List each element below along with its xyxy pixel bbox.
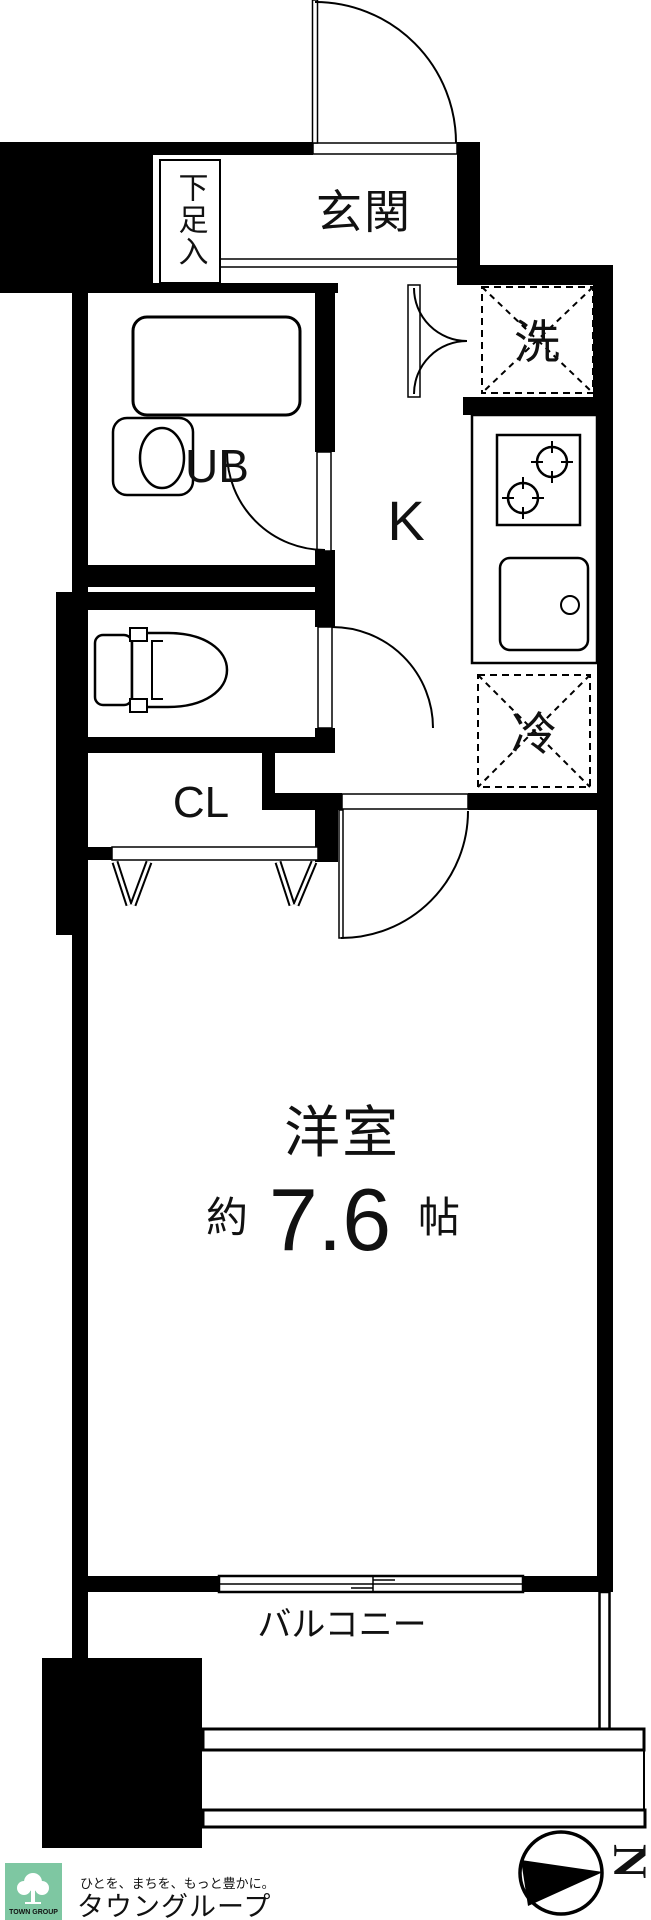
wall-cl-top <box>56 737 335 753</box>
wall-top <box>153 142 313 155</box>
washer-box-diagonal-2 <box>481 286 594 394</box>
washer-doors <box>407 284 468 398</box>
fridge-space <box>477 674 591 788</box>
entrance-door <box>311 0 458 155</box>
compass: N <box>518 1830 651 1916</box>
wall-window-right <box>523 1576 613 1592</box>
bathtub <box>131 315 302 417</box>
wall-toilet-right-upper <box>315 610 335 627</box>
wall-washer-right <box>593 265 613 415</box>
unit-bath-label: UB <box>185 440 249 492</box>
wall-notch-right <box>315 810 338 862</box>
shoe-storage-box <box>159 159 221 284</box>
room-size-prefix: 約 <box>206 1194 248 1241</box>
wall-window-left <box>88 1576 219 1592</box>
wall-toilet-right-lower <box>315 728 335 737</box>
wall-ub-right-lower <box>315 550 335 592</box>
entrance-threshold <box>312 142 458 155</box>
balcony-railing-upper <box>201 1727 646 1752</box>
washer-label: 洗 <box>514 316 560 368</box>
walls <box>0 142 613 1848</box>
wall-left-toilet-cl <box>56 592 88 935</box>
balcony-label: バルコニー <box>257 1606 426 1644</box>
wall-cl-notch-vertical <box>262 753 275 793</box>
closet <box>111 846 319 907</box>
wall-washer-top <box>460 265 613 285</box>
wall-balcony-left <box>72 1592 88 1658</box>
toilet-seat-line <box>151 640 163 700</box>
wall-left-room <box>72 935 88 1592</box>
fridge-box-diagonal-2 <box>477 674 591 788</box>
genkan-step-lines <box>220 258 457 268</box>
balcony-railing-lower <box>201 1808 647 1829</box>
wall-above-ub <box>153 283 338 293</box>
entrance-door-swing-arc <box>314 1 457 144</box>
ub-door-swing-arc <box>226 451 326 551</box>
wall-closet-stub <box>88 847 112 860</box>
ub-door-frame <box>316 451 332 552</box>
room-size-unit: 帖 <box>418 1194 460 1241</box>
wall-ub-bottom <box>72 565 335 587</box>
compass-needle <box>521 1860 603 1906</box>
wall-entry-right <box>457 142 480 285</box>
brand-logo: TOWN GROUP ひとを、まちを、もっと豊かに。 タウングループ <box>5 1863 275 1920</box>
balcony <box>201 1590 647 1829</box>
wall-room-top-left <box>262 793 342 810</box>
wall-toilet-top <box>56 592 335 610</box>
hanger-marks <box>111 860 318 907</box>
washer-door-arc-top <box>413 287 468 342</box>
toilet <box>93 626 434 729</box>
unit-bath <box>111 315 332 552</box>
toilet-tank <box>93 633 134 707</box>
room-door-leaf <box>338 809 344 939</box>
genkan-label: 玄関 <box>316 186 412 238</box>
shoe-storage-label: 下足入 <box>174 172 208 268</box>
room-labels: 玄関 下足入 UB K 洗 冷 CL 洋室 約 7.6 帖 バルコニー <box>173 172 560 1644</box>
wall-washer-bottom <box>463 397 613 415</box>
fridge-label: 冷 <box>511 708 557 760</box>
brand-company: タウングループ <box>77 1892 271 1920</box>
wash-basin <box>138 426 186 490</box>
balcony-side-wall <box>598 1590 611 1731</box>
wall-ub-right-upper <box>315 293 335 452</box>
tree-icon <box>17 1873 49 1904</box>
burner-1-ticks <box>531 441 573 483</box>
kitchen-sink <box>498 556 590 652</box>
balcony-window <box>217 1574 525 1594</box>
room-size-value: 7.6 <box>269 1170 391 1269</box>
wall-entry-left-block <box>0 142 153 293</box>
washer-door-arc-bottom <box>413 340 468 395</box>
brand-tagline: ひとを、まちを、もっと豊かに。 <box>80 1876 275 1891</box>
closet-front-track <box>111 846 319 861</box>
room-door-frame <box>341 793 469 810</box>
burner-2-ticks <box>502 477 544 519</box>
sink-drain <box>560 595 580 615</box>
toilet-door-swing-arc <box>331 626 434 729</box>
kitchen-label: K <box>387 489 424 552</box>
wall-left-ub <box>72 293 88 592</box>
toilet-bowl <box>130 631 229 709</box>
washer-door-frame <box>407 284 421 398</box>
wall-room-top-right <box>468 793 613 810</box>
washer-box-diagonal-1 <box>481 286 594 394</box>
stove <box>495 433 582 527</box>
closet-label: CL <box>173 778 229 827</box>
compass-north-label: N <box>603 1844 651 1879</box>
room-door-swing-arc <box>340 810 469 939</box>
fridge-box <box>477 674 591 788</box>
toilet-door-frame <box>317 626 333 729</box>
room-name-label: 洋室 <box>284 1101 400 1164</box>
entrance-door-leaf <box>311 0 319 144</box>
wall-right <box>597 415 613 1592</box>
washer-space <box>481 286 594 394</box>
pillar-black-square <box>42 1658 202 1848</box>
room-door <box>338 793 469 939</box>
toilet-hinge-top <box>129 627 148 642</box>
toilet-hinge-bottom <box>129 698 148 713</box>
kitchen-counter <box>470 413 599 665</box>
logo-text: TOWN GROUP <box>9 1909 58 1916</box>
